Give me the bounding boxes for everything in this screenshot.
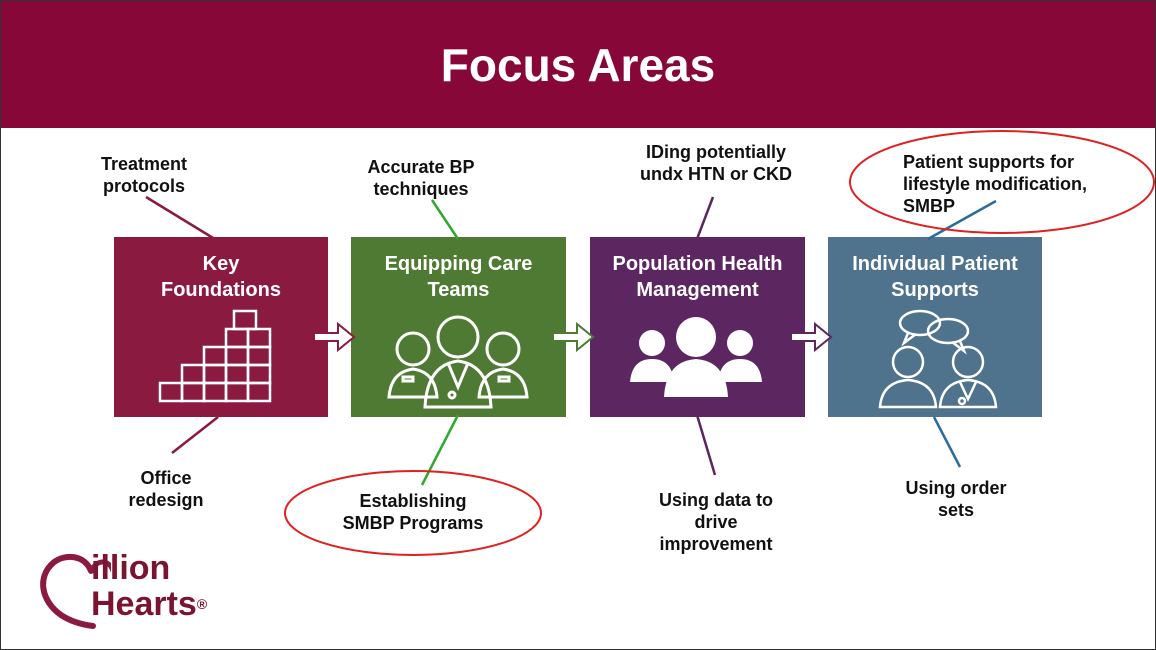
- box-title-line1: Individual Patient: [852, 253, 1018, 275]
- arrow-3-icon: [790, 321, 833, 353]
- box-title-line2: Supports: [891, 279, 979, 301]
- note-line: techniques: [373, 179, 469, 199]
- note-line: Accurate BP: [367, 157, 475, 177]
- box-population-health-management: Population Health Management: [590, 237, 805, 417]
- connector-treatment: [145, 195, 219, 243]
- logo-hearts-word: Hearts: [91, 585, 197, 623]
- logo-text-illion: illion: [91, 549, 171, 587]
- arrow-1-icon: [313, 321, 356, 353]
- logo-text-hearts: Hearts®: [91, 585, 207, 623]
- note-line: SMBP: [903, 196, 956, 216]
- note-iding: IDing potentially undx HTN or CKD: [616, 141, 816, 185]
- connector-order-sets: [932, 416, 962, 468]
- note-using-data: Using data to drive improvement: [626, 489, 806, 555]
- box-title-line2: Teams: [427, 279, 490, 301]
- note-line: undx HTN or CKD: [640, 164, 792, 184]
- note-establishing-smbp: Establishing SMBP Programs: [313, 490, 513, 534]
- connector-office: [171, 416, 219, 454]
- registered-mark: ®: [196, 596, 208, 612]
- note-line: lifestyle modification,: [903, 174, 1088, 194]
- note-accurate-bp: Accurate BP techniques: [336, 156, 506, 200]
- note-office-redesign: Office redesign: [101, 467, 231, 511]
- box-title-line1: Population Health: [612, 253, 783, 275]
- note-line: drive: [694, 512, 738, 532]
- note-line: IDing potentially: [645, 142, 786, 162]
- connector-accurate-bp: [430, 199, 460, 240]
- note-line: Establishing: [359, 491, 467, 511]
- note-treatment-protocols: Treatment protocols: [69, 153, 219, 197]
- note-line: Treatment: [100, 154, 188, 174]
- arrow-2-icon: [552, 321, 595, 353]
- highlight-ellipse-patient-supports: [849, 130, 1155, 234]
- box-title-line2: Management: [636, 279, 759, 301]
- box-individual-patient-supports: Individual Patient Supports: [828, 237, 1042, 417]
- page-title: Focus Areas: [440, 38, 716, 91]
- note-line: sets: [937, 500, 975, 520]
- note-line: Using data to: [658, 490, 773, 510]
- connector-patient-supports: [927, 199, 997, 241]
- million-hearts-logo: illion Hearts®: [31, 549, 261, 629]
- note-line: improvement: [659, 534, 773, 554]
- note-line: Using order: [905, 478, 1007, 498]
- note-line: Office: [140, 468, 192, 488]
- note-line: redesign: [128, 490, 204, 510]
- care-team-icon: [387, 315, 529, 409]
- note-line: Patient supports for: [903, 152, 1075, 172]
- box-title-line2: Foundations: [161, 279, 281, 301]
- connector-iding: [695, 196, 715, 240]
- patient-doctor-chat-icon: [878, 309, 998, 409]
- box-title-line1: Equipping Care: [384, 253, 533, 275]
- note-patient-supports: Patient supports for lifestyle modificat…: [903, 151, 1123, 217]
- title-banner: Focus Areas: [1, 1, 1155, 128]
- population-group-icon: [630, 317, 762, 397]
- box-title-line1: Key: [202, 253, 240, 275]
- connector-smbp: [420, 414, 460, 486]
- highlight-ellipse-smbp: [284, 470, 542, 556]
- heart-logo-icon: [40, 553, 111, 629]
- note-line: SMBP Programs: [342, 513, 484, 533]
- note-order-sets: Using order sets: [881, 477, 1031, 521]
- note-line: protocols: [102, 176, 185, 196]
- connector-using-data: [695, 414, 717, 476]
- stairs-icon: [158, 309, 272, 403]
- box-key-foundations: Key Foundations: [114, 237, 328, 417]
- box-equipping-care-teams: Equipping Care Teams: [351, 237, 566, 417]
